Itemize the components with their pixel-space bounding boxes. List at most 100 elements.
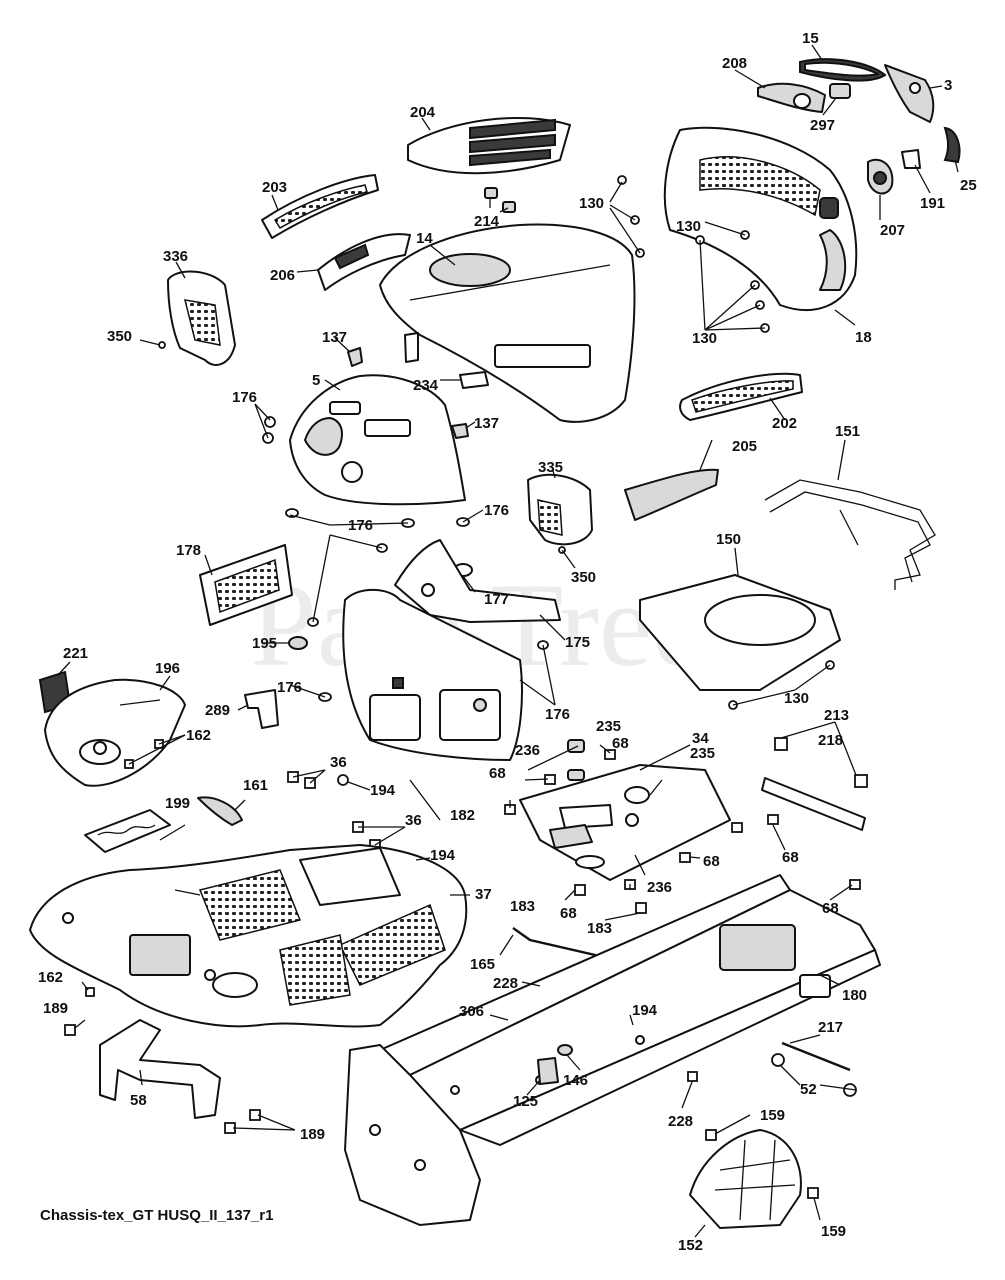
part-34-steering-plate — [519, 764, 731, 881]
callout-162-b: 162 — [38, 969, 63, 986]
callout-336: 336 — [163, 248, 188, 265]
callout-228-b: 228 — [668, 1113, 693, 1130]
callout-176-c: 176 — [484, 502, 509, 519]
part-206-hood-latch — [317, 233, 411, 291]
part-161-cover — [197, 796, 243, 826]
callout-68-f: 68 — [822, 900, 839, 917]
callout-176-a: 176 — [232, 389, 257, 406]
callout-130-a: 130 — [579, 195, 604, 212]
callout-194-b: 194 — [430, 847, 456, 864]
callout-161: 161 — [243, 777, 268, 794]
callout-37: 37 — [475, 886, 492, 903]
callout-130-d: 130 — [784, 690, 809, 707]
callout-152: 152 — [678, 1237, 703, 1254]
callout-137-b: 137 — [474, 415, 499, 432]
callout-204: 204 — [410, 104, 436, 121]
callout-68-a: 68 — [612, 735, 629, 752]
callout-206: 206 — [270, 267, 295, 284]
callout-176-b: 176 — [348, 517, 373, 534]
part-234-decal — [404, 332, 489, 389]
leader-lines — [57, 44, 959, 1238]
part-199-deck-plate — [84, 809, 171, 853]
callout-297: 297 — [810, 117, 835, 134]
callout-52: 52 — [800, 1081, 817, 1098]
callout-25: 25 — [960, 177, 977, 194]
callout-182: 182 — [450, 807, 475, 824]
part-203-side-vent — [261, 174, 379, 239]
part-335-side-panel — [527, 473, 593, 546]
part-137-clip-upper — [347, 347, 363, 367]
callout-228-a: 228 — [493, 975, 518, 992]
callout-189-a: 189 — [43, 1000, 68, 1017]
part-336-side-panel — [167, 270, 236, 366]
part-159-bolts — [705, 1129, 819, 1199]
callout-159-a: 159 — [760, 1107, 785, 1124]
callout-146: 146 — [563, 1072, 588, 1089]
callout-5: 5 — [312, 372, 320, 389]
callout-195: 195 — [252, 635, 277, 652]
callout-221: 221 — [63, 645, 88, 662]
part-289-bracket — [244, 689, 279, 729]
callout-203: 203 — [262, 179, 287, 196]
callout-162-a: 162 — [186, 727, 211, 744]
callout-68-b: 68 — [489, 765, 506, 782]
part-15-lens-strip — [799, 58, 887, 82]
callout-180: 180 — [842, 987, 867, 1004]
callout-68-c: 68 — [703, 853, 720, 870]
part-207-lamp-assembly — [867, 158, 894, 195]
part-217-rod — [781, 1041, 851, 1072]
callout-177: 177 — [484, 591, 509, 608]
callout-150: 150 — [716, 531, 741, 548]
callout-165: 165 — [470, 956, 495, 973]
part-3-headlight-housing — [884, 64, 935, 123]
part-297-clip — [829, 83, 851, 99]
part-36-bolts — [287, 771, 381, 851]
callout-207: 207 — [880, 222, 905, 239]
part-18-front-nose — [663, 126, 858, 312]
callout-183-b: 183 — [587, 920, 612, 937]
callout-34: 34 — [692, 730, 709, 747]
callout-208: 208 — [722, 55, 747, 72]
part-213-bolts — [774, 737, 868, 788]
callout-137-a: 137 — [322, 329, 347, 346]
part-152-pedal-cover — [689, 1129, 802, 1229]
part-5-dashboard — [289, 374, 466, 506]
part-182-dash-lower — [342, 588, 523, 761]
callout-36-a: 36 — [330, 754, 347, 771]
part-195-plug — [288, 636, 308, 650]
callout-labels: 15 208 3 297 25 191 207 204 203 214 130 … — [38, 30, 977, 1254]
callout-15: 15 — [802, 30, 819, 47]
callout-68-e: 68 — [560, 905, 577, 922]
callout-36-b: 36 — [405, 812, 422, 829]
callout-236-b: 236 — [647, 879, 672, 896]
part-125-bracket — [537, 1057, 559, 1085]
callout-191: 191 — [920, 195, 945, 212]
callout-194-c: 194 — [632, 1002, 658, 1019]
part-205-side-trim — [624, 468, 719, 521]
part-58-rear-bracket — [99, 1019, 221, 1119]
part-218-axle-bracket — [761, 777, 866, 831]
part-191-bulb-socket — [901, 149, 921, 169]
callout-214: 214 — [474, 213, 500, 230]
callout-176-e: 176 — [545, 706, 570, 723]
callout-151: 151 — [835, 423, 860, 440]
callout-289: 289 — [205, 702, 230, 719]
callout-130-c: 130 — [692, 330, 717, 347]
callout-213: 213 — [824, 707, 849, 724]
callout-178: 178 — [176, 542, 201, 559]
callout-58: 58 — [130, 1092, 147, 1109]
part-14-hood — [379, 223, 636, 423]
callout-196: 196 — [155, 660, 180, 677]
callout-350-a: 350 — [107, 328, 132, 345]
callout-159-b: 159 — [821, 1223, 846, 1240]
callout-68-d: 68 — [782, 849, 799, 866]
callout-14: 14 — [416, 230, 433, 247]
callout-236-a: 236 — [515, 742, 540, 759]
part-137-clip-lower — [451, 423, 469, 439]
callout-235-b: 235 — [690, 745, 715, 762]
part-208-headlight-bracket — [757, 82, 826, 113]
callout-183-a: 183 — [510, 898, 535, 915]
callout-218: 218 — [818, 732, 843, 749]
